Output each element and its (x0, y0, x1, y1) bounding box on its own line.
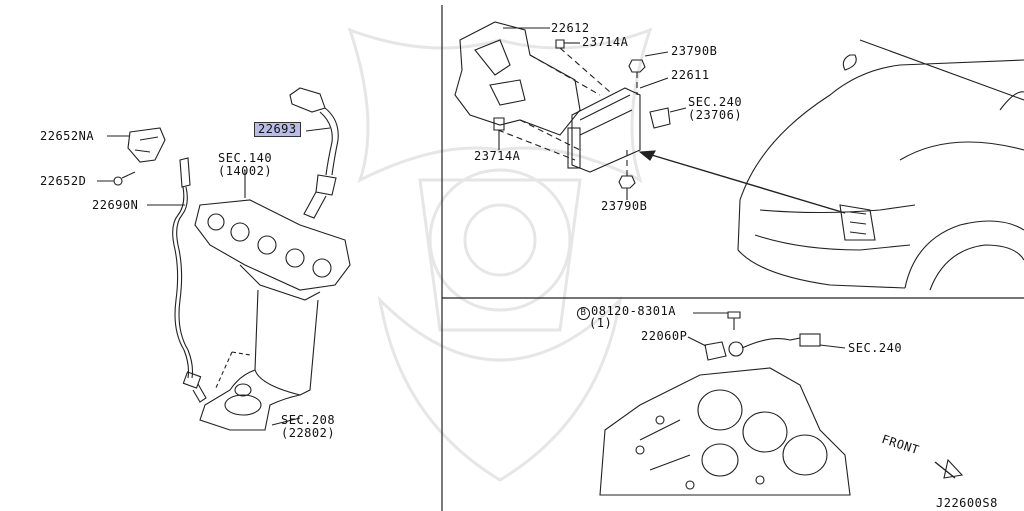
label-sec208: SEC.208 (281, 413, 336, 427)
car-hood (739, 59, 1024, 201)
label-23790B-bottom: 23790B (601, 199, 648, 213)
nut-23790B-bottom (618, 175, 636, 189)
bolt-23714A-top (555, 39, 565, 49)
label-bolt-number: 08120-8301A (591, 304, 676, 318)
label-sec240-top-sub: (23706) (688, 108, 743, 122)
label-bolt-qty: (1) (589, 316, 613, 330)
label-22612: 22612 (551, 21, 590, 35)
label-sec240-top: SEC.240 (688, 95, 743, 109)
sensor-22690N (179, 157, 191, 188)
label-sec140-sub: (14002) (218, 164, 273, 178)
label-sec140: SEC.140 (218, 151, 273, 165)
label-22060P: 22060P (641, 329, 688, 343)
label-22611: 22611 (671, 68, 710, 82)
label-sec240-bottom: SEC.240 (848, 341, 903, 355)
nut-23790B-top (628, 59, 646, 73)
label-23714A-top: 23714A (582, 35, 629, 49)
watermark-crest (347, 27, 653, 482)
bracket-22652NA (127, 127, 166, 163)
ecm-bracket-22612 (454, 21, 581, 136)
ecm-22611 (571, 87, 641, 173)
label-22652NA: 22652NA (40, 129, 95, 143)
bolt-08120 (727, 311, 741, 319)
label-22690N: 22690N (92, 198, 139, 212)
bolt-prefix-circle: B (577, 307, 590, 320)
knock-sensor-22060P (704, 341, 727, 361)
front-arrow (934, 461, 956, 479)
label-23790B-top: 23790B (671, 44, 718, 58)
engine-block (599, 367, 851, 496)
ecm-location (839, 204, 876, 241)
bolt-22652D (113, 176, 123, 186)
label-23714A-left: 23714A (474, 149, 521, 163)
label-22652D: 22652D (40, 174, 87, 188)
diagram-code: J22600S8 (936, 496, 998, 510)
label-22693-highlighted[interactable]: 22693 (254, 122, 301, 137)
sensor-22693-connector (289, 87, 326, 113)
label-sec208-sub: (22802) (281, 426, 336, 440)
exhaust-manifold (194, 199, 351, 291)
bolt-23714A-left (493, 117, 505, 131)
